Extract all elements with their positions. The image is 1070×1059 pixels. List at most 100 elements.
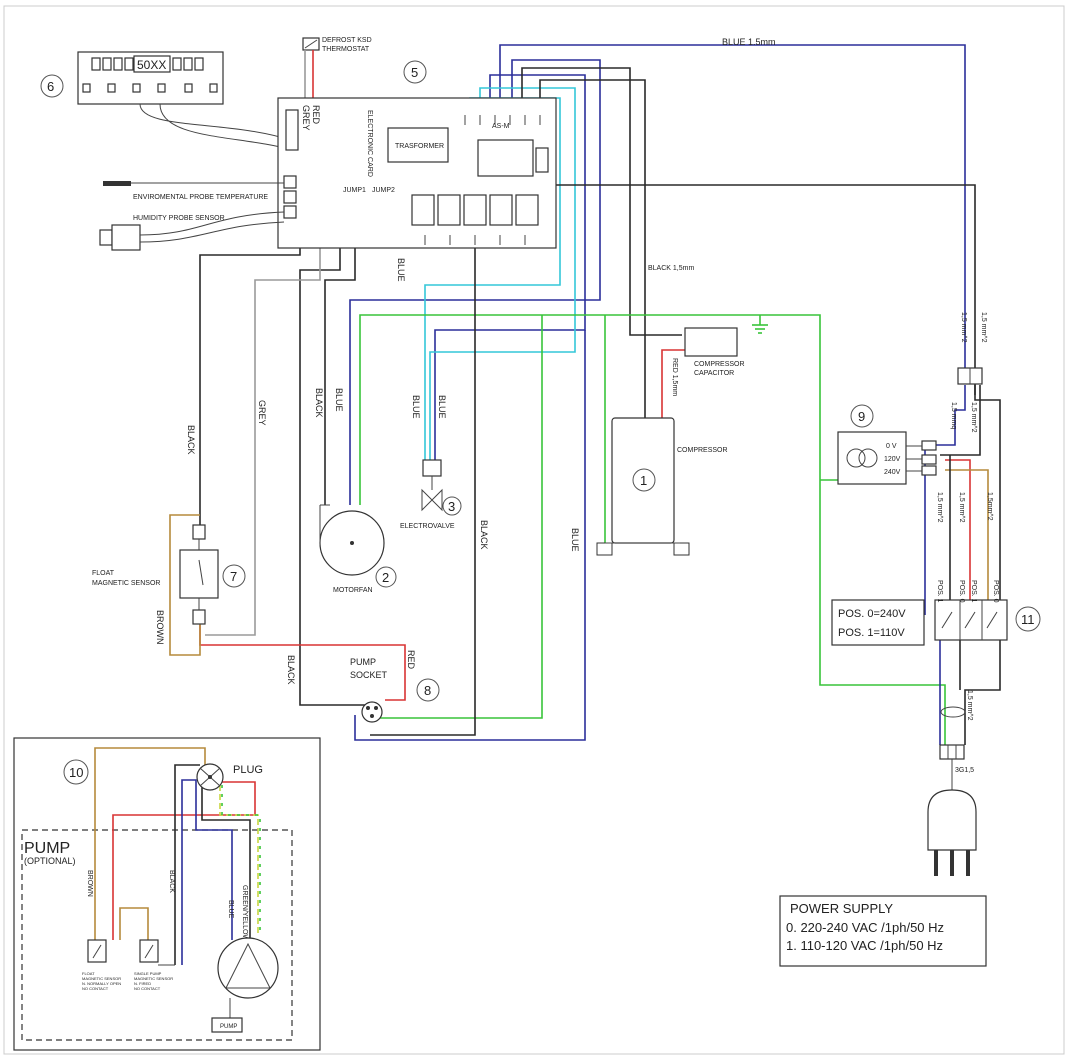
pos-0-label: POS. 0 [958,580,965,603]
mm2-c-label: 1,5 mmq [950,402,957,429]
blue-top-label: BLUE 1.5mm [722,37,776,47]
environmental-probe [103,181,284,186]
voltage-switch [934,599,1008,641]
number-3 [442,496,462,516]
mm2-red-label: 1,5 mm^2 [966,690,973,721]
wire-brown-float [169,514,201,656]
pump-blue-label: BLUE [227,900,234,919]
pos-note-2: POS. 1=110V [838,627,905,639]
pump-float1-text-2: MAGNETIC SENSOR [82,976,121,981]
card-grey-label: GREY [301,105,311,131]
grey-left-label: GREY [257,400,267,426]
pump-float1-text-1: FLOAT [82,971,95,976]
pos-1b-label: POS. 1 [970,580,977,603]
number-5 [403,60,427,84]
earth-symbol [752,324,768,334]
card-red-label: RED [311,105,321,125]
pos-note-1: POS. 0=240V [838,608,906,620]
pump-float1-text-4: NO CONTACT [82,986,109,991]
pump-optional-label: (OPTIONAL) [24,856,76,866]
number-2 [375,566,397,588]
motorfan [319,504,385,576]
wire-blue-bottom [354,330,586,741]
ps-line-0: 0. 220-240 VAC /1ph/50 Hz [786,920,944,935]
transformer [837,431,937,485]
red-15-label: RED 1,5mm [671,358,678,396]
pos-0b-label: POS. 0 [992,580,999,603]
pump-motor [211,937,279,1033]
label-9: 9 [858,409,865,424]
humidity-probe [99,211,285,251]
mains-plug [927,759,977,876]
mm2-b-label: 1,5 mm^2 [980,312,987,343]
float-label-1: FLOAT [92,570,115,577]
mm2-d-label: 1,5 mm^2 [970,402,977,433]
asm-label: AS-M [492,123,510,130]
pump-brown-label: BROWN [86,870,93,897]
thermostat-label: THERMOSTAT [322,46,370,53]
pump-plug [196,763,224,791]
pump-socket-label-1: PUMP [350,657,376,667]
label-7: 7 [230,569,237,584]
mm2-f-label: 1,5 mm^2 [958,492,965,523]
brown-label: BROWN [155,610,165,645]
pos-1-label: POS. 1 [936,580,943,603]
number-11 [1015,606,1041,632]
pump-plug-label: PLUG [233,764,263,776]
jump2-label: JUMP2 [372,187,395,194]
electronic-card-label: ELECTRONIC CARD [366,110,373,177]
display-text: 50XX [137,58,166,72]
pump-small-label: PUMP [220,1024,237,1030]
black-left-label: BLACK [186,425,196,455]
pump-float1-text-3: N. NORMALLY OPEN [82,981,121,986]
tr-120v-label: 120V [884,456,901,463]
blue-fan-label: BLUE [334,388,344,412]
transformer-label: TRASFORMER [395,143,444,150]
red-pump-label: RED [406,650,416,670]
label-1: 1 [640,473,647,488]
pos-note-box [831,599,925,646]
compressor-label: COMPRESSOR [677,447,728,454]
number-9 [850,404,874,428]
number-10 [63,759,89,785]
env-probe-label: ENVIROMENTAL PROBE TEMPERATURE [133,194,268,201]
pump-title: PUMP [24,840,70,857]
label-11: 11 [1021,612,1035,627]
mm2-g-label: 1,5mm^2 [986,492,993,521]
capacitor-label-1: COMPRESSOR [694,361,745,368]
electrovalve [421,459,443,512]
pump-float2-text-4: NO CONTACT [134,986,161,991]
cable-ring [940,706,966,718]
label-8: 8 [424,683,431,698]
electronic-card: TRASFORMER [277,97,557,249]
label-10: 10 [69,765,83,780]
pump-green-yellow-label: GREEN/YELLOW [241,885,248,941]
number-6 [40,74,64,98]
blue-mid-label: BLUE [396,258,406,282]
wire-supply-right [924,385,1001,745]
number-8 [416,678,440,702]
pump-float2-text-2: MAGNETIC SENSOR [134,976,173,981]
tr-240v-label: 240V [884,469,901,476]
black-mid-label: BLACK [479,520,489,550]
pump-socket-label-2: SOCKET [350,670,388,680]
defrost-label: DEFROST KSD [322,37,372,44]
label-6: 6 [47,79,54,94]
label-5: 5 [411,65,418,80]
plug-code-label: 3G1,5 [955,767,974,774]
pump-float-sensors [87,939,175,966]
pump-black-label: BLACK [168,870,175,893]
wire-black-compressor [520,67,976,420]
capacitor-label-2: CAPACITOR [694,370,734,377]
label-2: 2 [382,570,389,585]
mm2-a-label: 1,5 mm^2 [960,312,967,343]
blue-right-label: BLUE [570,528,580,552]
number-1 [632,468,656,492]
power-supply-title: POWER SUPPLY [790,901,893,916]
number-7 [222,564,246,588]
mains-terminal [939,744,965,760]
mm2-e-label: 1,5 mm^2 [936,492,943,523]
pump-optional-frame [21,829,293,1041]
pump-wiring [94,747,261,965]
